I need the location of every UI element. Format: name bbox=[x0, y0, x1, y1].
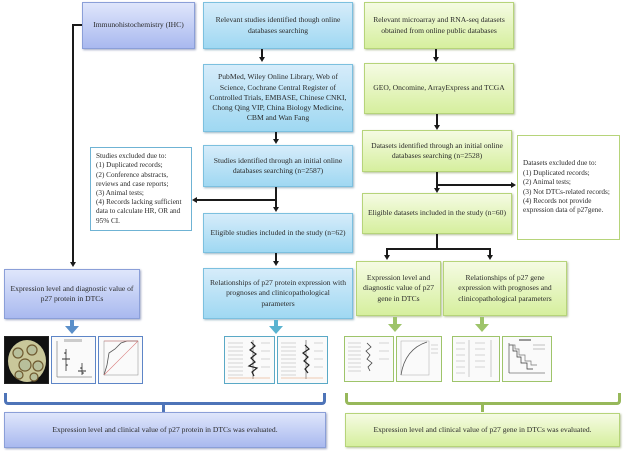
studies-identified-box: Relevant studies identified though onlin… bbox=[203, 2, 353, 49]
arrow-down-icon bbox=[65, 320, 79, 334]
gene-brace bbox=[345, 393, 621, 405]
datasets-initial-label: Datasets identified through an initial o… bbox=[371, 140, 503, 160]
eligible-datasets-label: Eligible datasets included in the study … bbox=[368, 208, 506, 218]
gene-relationships-label: Relationships of p27 gene expression wit… bbox=[458, 273, 552, 303]
gene-brace-stem bbox=[481, 405, 484, 412]
ihc-label: Immunohistochemistry (IHC) bbox=[93, 20, 184, 30]
arrow-right-icon bbox=[511, 182, 516, 188]
datasets-identified-label: Relevant microarray and RNA-seq datasets… bbox=[373, 15, 505, 35]
connector bbox=[436, 172, 438, 189]
databases-label: PubMed, Wiley Online Library, Web of Sci… bbox=[209, 72, 347, 123]
studies-excluded-label: Studies excluded due to: (1) Duplicated … bbox=[96, 152, 182, 225]
studies-initial-box: Studies identified through an initial on… bbox=[203, 145, 353, 187]
arrow-down-icon bbox=[434, 125, 440, 130]
protein-conclusion-box: Expression level and clinical value of p… bbox=[4, 412, 326, 448]
arrow-down-icon bbox=[259, 57, 265, 62]
gene-conclusion-box: Expression level and clinical value of p… bbox=[345, 413, 620, 447]
protein-relationships-box: Relationships of p27 protein expression … bbox=[203, 268, 353, 319]
forest-plot-thumbnail bbox=[452, 336, 500, 382]
connector bbox=[435, 49, 437, 58]
forest-plot-thumbnail bbox=[224, 336, 275, 384]
arrow-down-icon bbox=[388, 317, 402, 332]
connector bbox=[436, 234, 438, 248]
connector bbox=[489, 248, 491, 256]
arrow-down-icon bbox=[269, 320, 283, 334]
gene-expression-diag-label: Expression level and diagnostic value of… bbox=[362, 273, 435, 303]
eligible-studies-label: Eligible studies included in the study (… bbox=[210, 227, 346, 237]
arrow-left-icon bbox=[192, 197, 197, 203]
ihc-micrograph-thumbnail bbox=[4, 336, 49, 384]
protein-brace-stem bbox=[162, 405, 165, 412]
arrow-down-icon bbox=[273, 139, 279, 144]
connector bbox=[275, 187, 277, 208]
arrow-down-icon bbox=[487, 255, 493, 260]
protein-conclusion-label: Expression level and clinical value of p… bbox=[52, 424, 278, 434]
studies-identified-label: Relevant studies identified though onlin… bbox=[215, 15, 341, 35]
connector bbox=[436, 114, 438, 126]
studies-initial-label: Studies identified through an initial on… bbox=[213, 155, 343, 175]
databases-box: PubMed, Wiley Online Library, Web of Sci… bbox=[203, 64, 353, 132]
protein-expression-diag-label: Expression level and diagnostic value of… bbox=[10, 283, 134, 303]
datasets-excluded-box: Datasets excluded due to: (1) Duplicated… bbox=[517, 135, 620, 240]
datasets-databases-box: GEO, Oncomine, ArrayExpress and TCGA bbox=[364, 63, 514, 114]
datasets-databases-label: GEO, Oncomine, ArrayExpress and TCGA bbox=[373, 83, 505, 93]
connector bbox=[386, 248, 490, 250]
ihc-connector-v bbox=[72, 24, 74, 264]
datasets-identified-box: Relevant microarray and RNA-seq datasets… bbox=[364, 2, 514, 49]
protein-expression-diag-box: Expression level and diagnostic value of… bbox=[4, 269, 140, 319]
arrow-down-icon bbox=[434, 188, 440, 193]
studies-excluded-box: Studies excluded due to: (1) Duplicated … bbox=[90, 147, 192, 231]
forest-plot-thumbnail bbox=[344, 336, 394, 382]
connector bbox=[261, 49, 263, 58]
arrow-down-icon bbox=[384, 255, 390, 260]
arrow-down-icon bbox=[433, 57, 439, 62]
exclusion-connector bbox=[196, 199, 276, 201]
datasets-excluded-label: Datasets excluded due to: (1) Duplicated… bbox=[523, 159, 610, 215]
protein-relationships-label: Relationships of p27 protein expression … bbox=[209, 278, 347, 308]
connector bbox=[275, 132, 277, 140]
survival-curve-thumbnail bbox=[502, 336, 552, 382]
exclusion-connector bbox=[436, 184, 512, 186]
forest-plot-thumbnail bbox=[277, 336, 328, 384]
eligible-studies-box: Eligible studies included in the study (… bbox=[203, 213, 353, 253]
gene-relationships-box: Relationships of p27 gene expression wit… bbox=[443, 261, 567, 316]
datasets-initial-box: Datasets identified through an initial o… bbox=[362, 130, 512, 172]
sroc-curve-thumbnail bbox=[396, 336, 442, 382]
eligible-datasets-box: Eligible datasets included in the study … bbox=[362, 193, 512, 234]
gene-conclusion-label: Expression level and clinical value of p… bbox=[373, 424, 592, 434]
arrow-down-icon bbox=[273, 207, 279, 212]
gene-expression-diag-box: Expression level and diagnostic value of… bbox=[356, 261, 441, 316]
ihc-box: Immunohistochemistry (IHC) bbox=[82, 2, 195, 49]
arrow-down-icon bbox=[273, 261, 279, 266]
arrow-down-icon bbox=[475, 317, 489, 332]
connector bbox=[386, 248, 388, 256]
connector bbox=[275, 253, 277, 262]
protein-brace bbox=[4, 393, 326, 405]
roc-curve-thumbnail bbox=[98, 336, 143, 384]
ihc-connector-h bbox=[72, 24, 82, 26]
arrow-down-icon bbox=[70, 262, 76, 267]
scatter-dot-plot-thumbnail bbox=[51, 336, 96, 384]
